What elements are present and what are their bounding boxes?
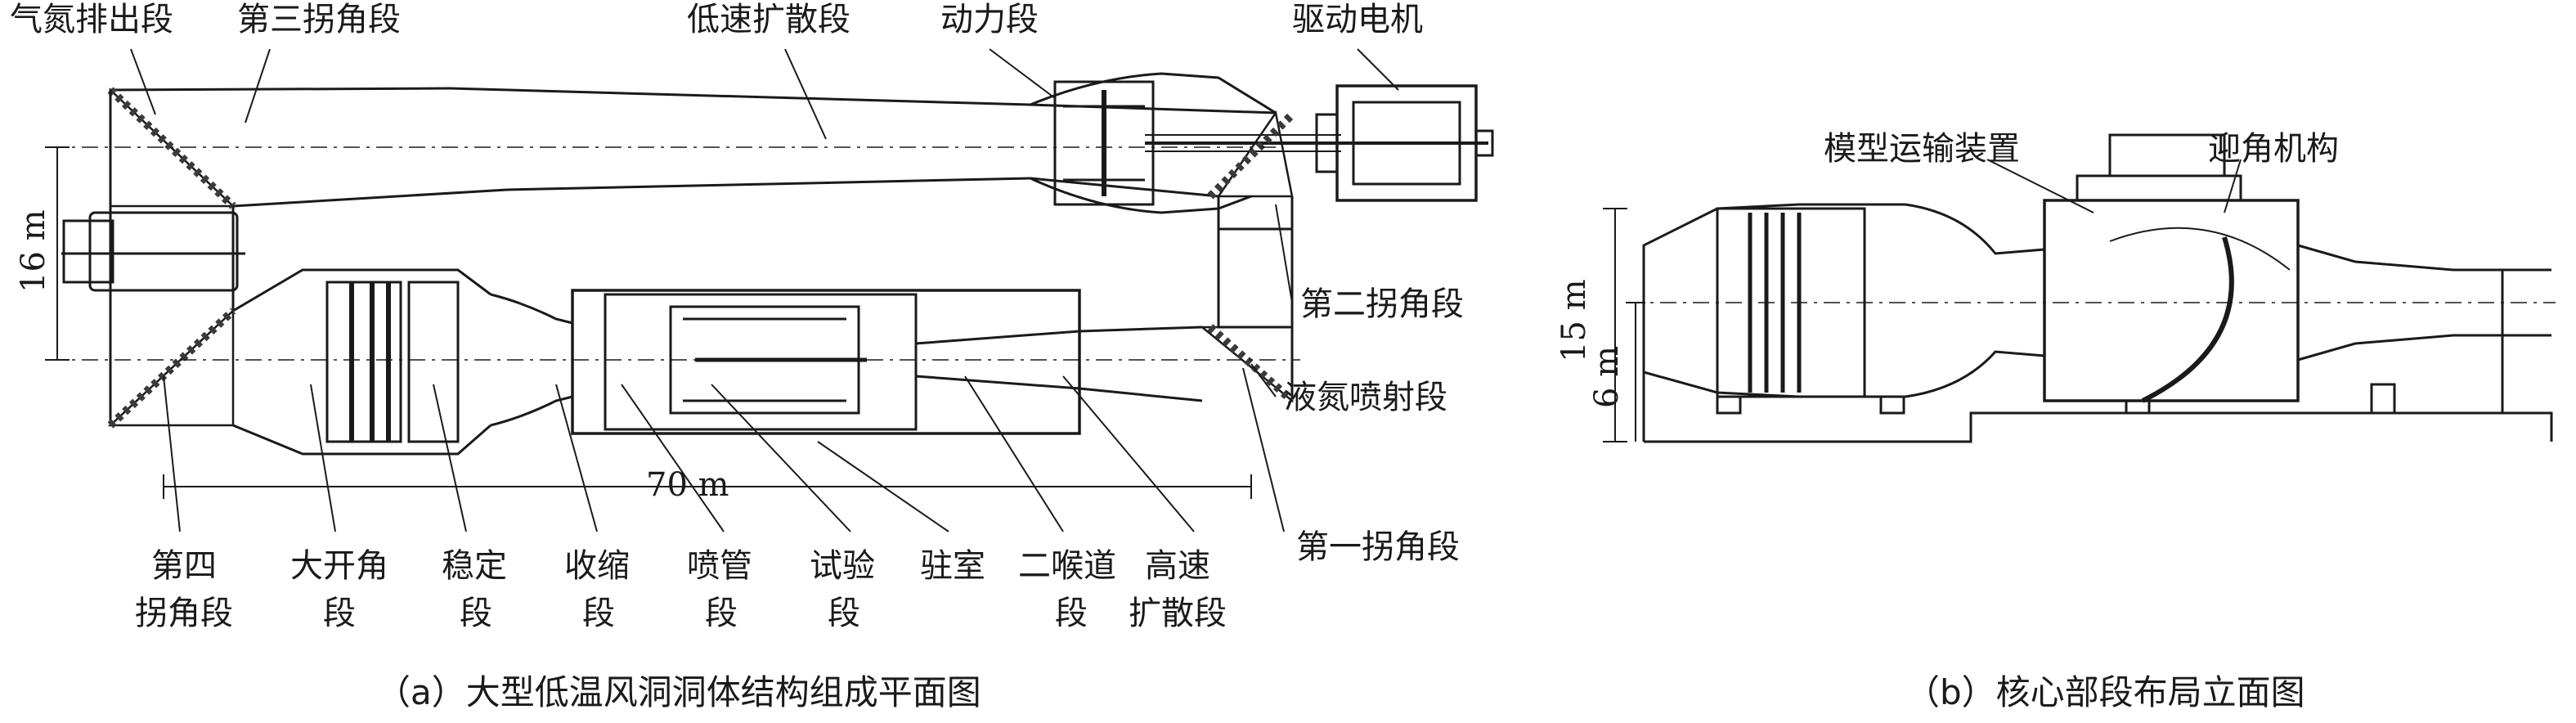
- label-nozzle-line2: 段: [705, 595, 738, 632]
- label-wide-angle-line2: 段: [323, 595, 356, 632]
- label-ln2-injection: 液氮喷射段: [1284, 379, 1447, 416]
- test-leg-circuit: [49, 268, 1300, 456]
- label-test-section-line2: 段: [828, 595, 860, 632]
- label-second-throat-line2: 段: [1055, 595, 1088, 632]
- dimension-70m: 70 m: [646, 466, 729, 504]
- caption-panel-a: （a）大型低温风洞洞体结构组成平面图: [376, 672, 981, 712]
- label-second-corner: 第二拐角段: [1300, 285, 1464, 323]
- label-test-section-line1: 试验: [810, 547, 875, 585]
- panel-a-dimensions: [45, 146, 1252, 499]
- label-third-corner: 第三拐角段: [237, 1, 401, 38]
- label-contraction-line1: 收缩: [564, 547, 630, 585]
- label-n2-exhaust-section: 气氮排出段: [10, 1, 173, 38]
- label-high-speed-diffuser-line1: 高速: [1145, 547, 1210, 585]
- panel-b-dimensions: [1603, 208, 1645, 442]
- label-wide-angle-line1: 大开角: [290, 547, 388, 585]
- label-plenum: 驻室: [920, 547, 985, 585]
- label-first-corner: 第一拐角段: [1296, 528, 1460, 566]
- label-aoa-mechanism: 迎角机构: [2208, 130, 2339, 168]
- core-section-elevation: [1627, 133, 2556, 443]
- label-high-speed-diffuser-line2: 扩散段: [1129, 595, 1227, 632]
- caption-panel-b: （b）核心部段布局立面图: [1905, 672, 2305, 712]
- panel-b-leaders: [1986, 159, 2242, 213]
- return-leg-circuit: [49, 72, 1494, 429]
- label-nozzle-line1: 喷管: [687, 547, 752, 585]
- label-settling-line2: 段: [460, 595, 492, 632]
- label-drive-motor: 驱动电机: [1292, 1, 1423, 38]
- label-settling-line1: 稳定: [442, 547, 507, 585]
- label-low-speed-diffuser: 低速扩散段: [687, 1, 850, 38]
- panel-a-leaders: [130, 48, 1399, 532]
- label-second-throat-line1: 二喉道: [1018, 547, 1116, 585]
- label-contraction-line2: 段: [582, 595, 615, 632]
- label-fourth-corner-line2: 拐角段: [135, 595, 233, 632]
- dimension-6m: 6 m: [1588, 345, 1626, 409]
- dimension-16m: 16 m: [15, 209, 52, 293]
- label-fourth-corner-line1: 第四: [151, 547, 217, 585]
- label-model-transport: 模型运输装置: [1824, 130, 2020, 168]
- label-power-section: 动力段: [940, 1, 1039, 38]
